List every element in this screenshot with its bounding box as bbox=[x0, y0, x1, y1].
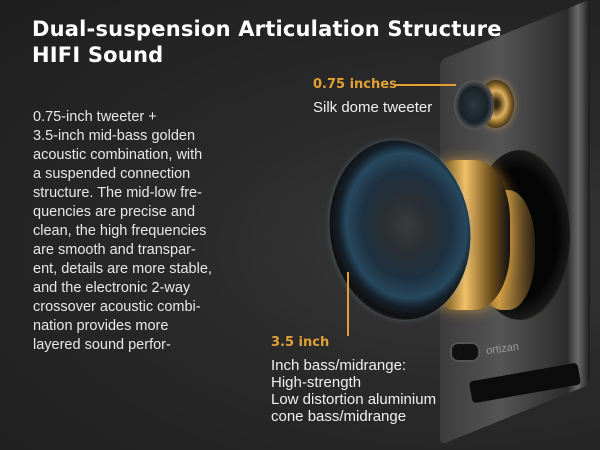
description-line: a suspended connection bbox=[33, 166, 191, 182]
description-line: 3.5-inch mid-bass golden bbox=[33, 128, 196, 144]
title-line-2: HIFI Sound bbox=[32, 43, 164, 67]
tweeter-description: Silk dome tweeter bbox=[313, 99, 433, 116]
description-paragraph: 0.75-inch tweeter + 3.5-inch mid-bass go… bbox=[33, 108, 243, 355]
description-line: layered sound perfor- bbox=[33, 337, 171, 353]
description-line: are smooth and transpar- bbox=[33, 242, 196, 258]
tweeter-callout-line bbox=[396, 84, 456, 86]
description-line: ent, details are more stable, bbox=[33, 261, 212, 277]
woofer-size-label: 3.5 inch bbox=[271, 335, 330, 350]
description-line: quencies are precise and bbox=[33, 204, 196, 220]
woofer-description-line: Inch bass/midrange: bbox=[271, 357, 407, 374]
woofer-description-line: Low distortion aluminium bbox=[271, 391, 437, 408]
woofer-description-line: cone bass/midrange bbox=[271, 408, 407, 425]
description-line: structure. The mid-low fre- bbox=[33, 185, 202, 201]
page-title: Dual-suspension Articulation Structure H… bbox=[32, 16, 502, 68]
tweeter-size-label: 0.75 inches bbox=[313, 77, 397, 92]
description-line: and the electronic 2-way bbox=[33, 280, 191, 296]
title-line-1: Dual-suspension Articulation Structure bbox=[32, 17, 502, 41]
description-line: crossover acoustic combi- bbox=[33, 299, 201, 315]
volume-knob bbox=[450, 342, 480, 362]
description-line: acoustic combination, with bbox=[33, 147, 203, 163]
tweeter-dome bbox=[454, 80, 494, 130]
woofer-description: Inch bass/midrange: High-strength Low di… bbox=[271, 357, 436, 425]
description-line: clean, the high frequencies bbox=[33, 223, 207, 239]
woofer-description-line: High-strength bbox=[271, 374, 362, 391]
description-line: 0.75-inch tweeter + bbox=[33, 109, 157, 125]
woofer-callout-line bbox=[347, 272, 349, 336]
description-line: nation provides more bbox=[33, 318, 169, 334]
